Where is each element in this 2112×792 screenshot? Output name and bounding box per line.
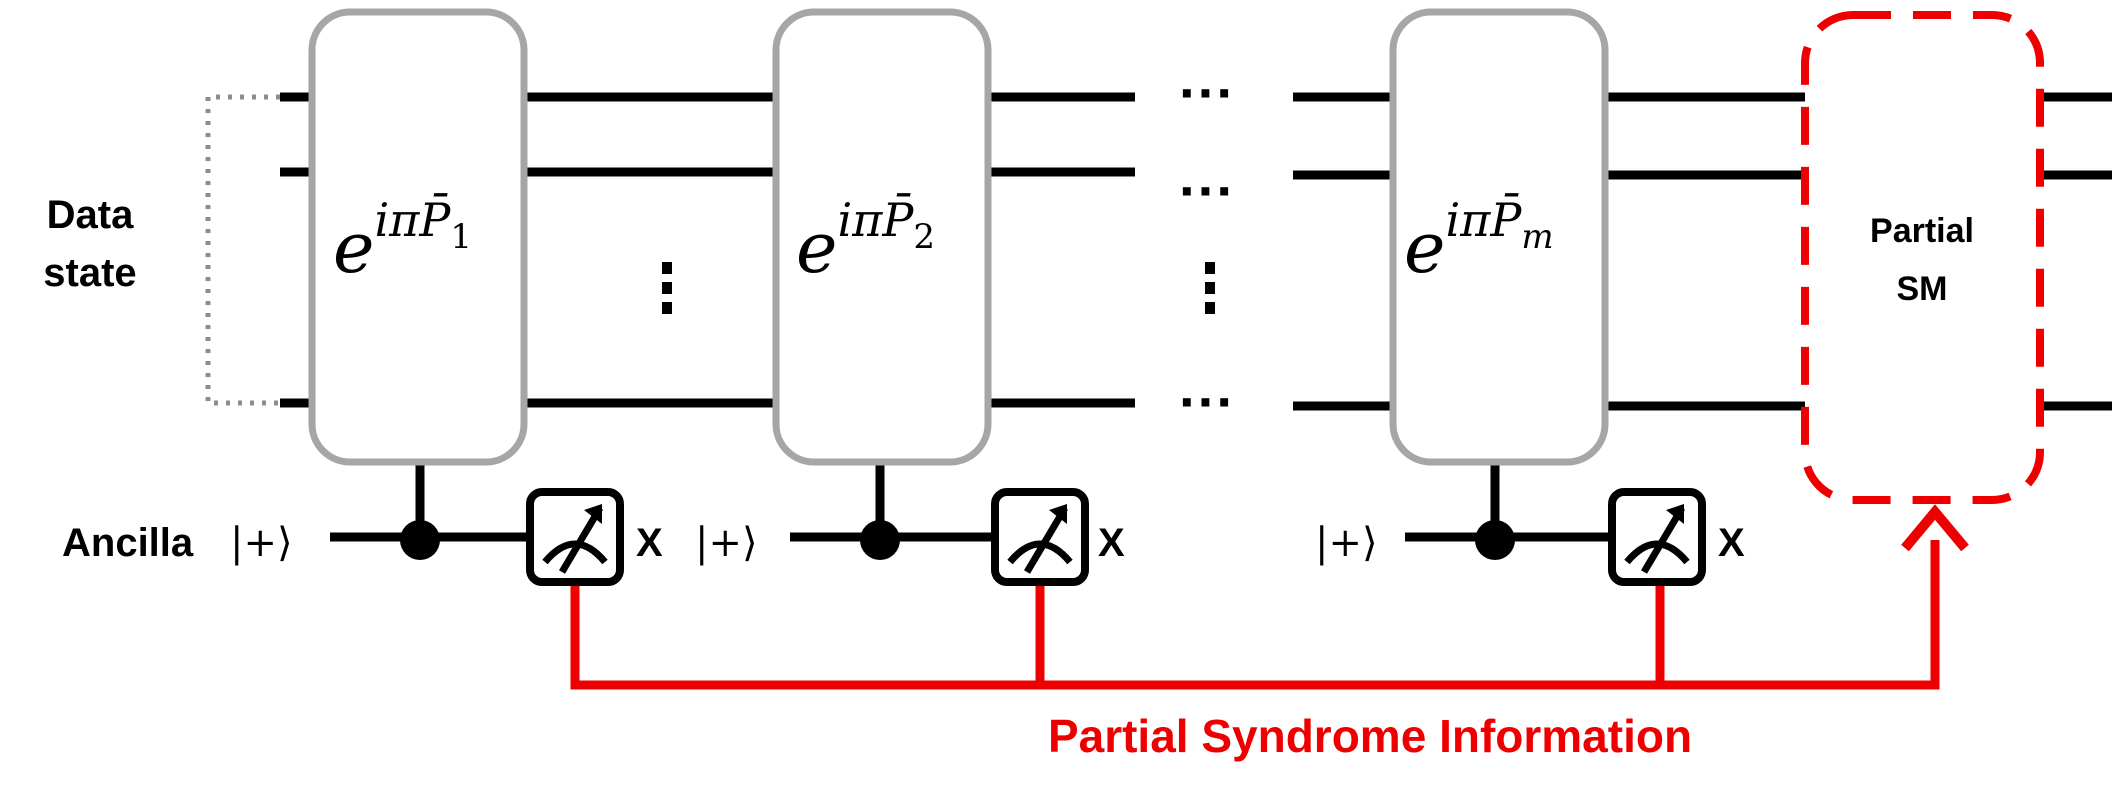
gate-1 bbox=[308, 8, 528, 466]
control-dot-1 bbox=[400, 520, 440, 560]
ket-plus-1: |+⟩ bbox=[230, 520, 293, 566]
syndrome-label: Partial Syndrome Information bbox=[1048, 710, 1692, 762]
measurement-basis-1: X bbox=[636, 521, 663, 565]
gate-2-label: eiπP̄2 bbox=[796, 192, 935, 289]
data-state-bracket bbox=[205, 94, 280, 406]
ancilla-label: Ancilla bbox=[62, 521, 194, 565]
measurement-meter-icon bbox=[991, 488, 1089, 586]
up-arrow-icon bbox=[1901, 504, 1969, 552]
measurement-basis-3: X bbox=[1718, 521, 1745, 565]
partial-sm-label-line1: Partial bbox=[1870, 212, 1974, 250]
vertical-ellipsis-1 bbox=[662, 262, 672, 314]
partial-sm-box bbox=[1801, 11, 2044, 504]
partial-sm-label-line2: SM bbox=[1897, 270, 1948, 308]
measurement-meter-icon bbox=[1608, 488, 1706, 586]
data-state-label-line2: state bbox=[43, 251, 136, 295]
control-dot-2 bbox=[860, 520, 900, 560]
gate-2 bbox=[772, 8, 992, 466]
gate-m-label: eiπP̄m bbox=[1404, 192, 1554, 289]
measurement-basis-2: X bbox=[1098, 521, 1125, 565]
data-wires bbox=[280, 92, 2112, 411]
ket-plus-2: |+⟩ bbox=[695, 520, 758, 566]
ellipsis-wire-1: ··· bbox=[1179, 61, 1235, 124]
control-dot-3 bbox=[1475, 520, 1515, 560]
ket-plus-3: |+⟩ bbox=[1315, 520, 1378, 566]
ellipsis-wire-2: ··· bbox=[1179, 159, 1235, 222]
gate-1-label: eiπP̄1 bbox=[333, 192, 472, 289]
control-dots bbox=[400, 520, 1515, 560]
gate-m bbox=[1389, 8, 1609, 466]
ellipsis-wire-3: ··· bbox=[1179, 370, 1235, 433]
data-state-label-line1: Data bbox=[47, 193, 134, 237]
vertical-ellipsis-2 bbox=[1205, 262, 1215, 314]
measurement-meter-icon bbox=[526, 488, 624, 586]
syndrome-wires bbox=[570, 540, 1940, 690]
